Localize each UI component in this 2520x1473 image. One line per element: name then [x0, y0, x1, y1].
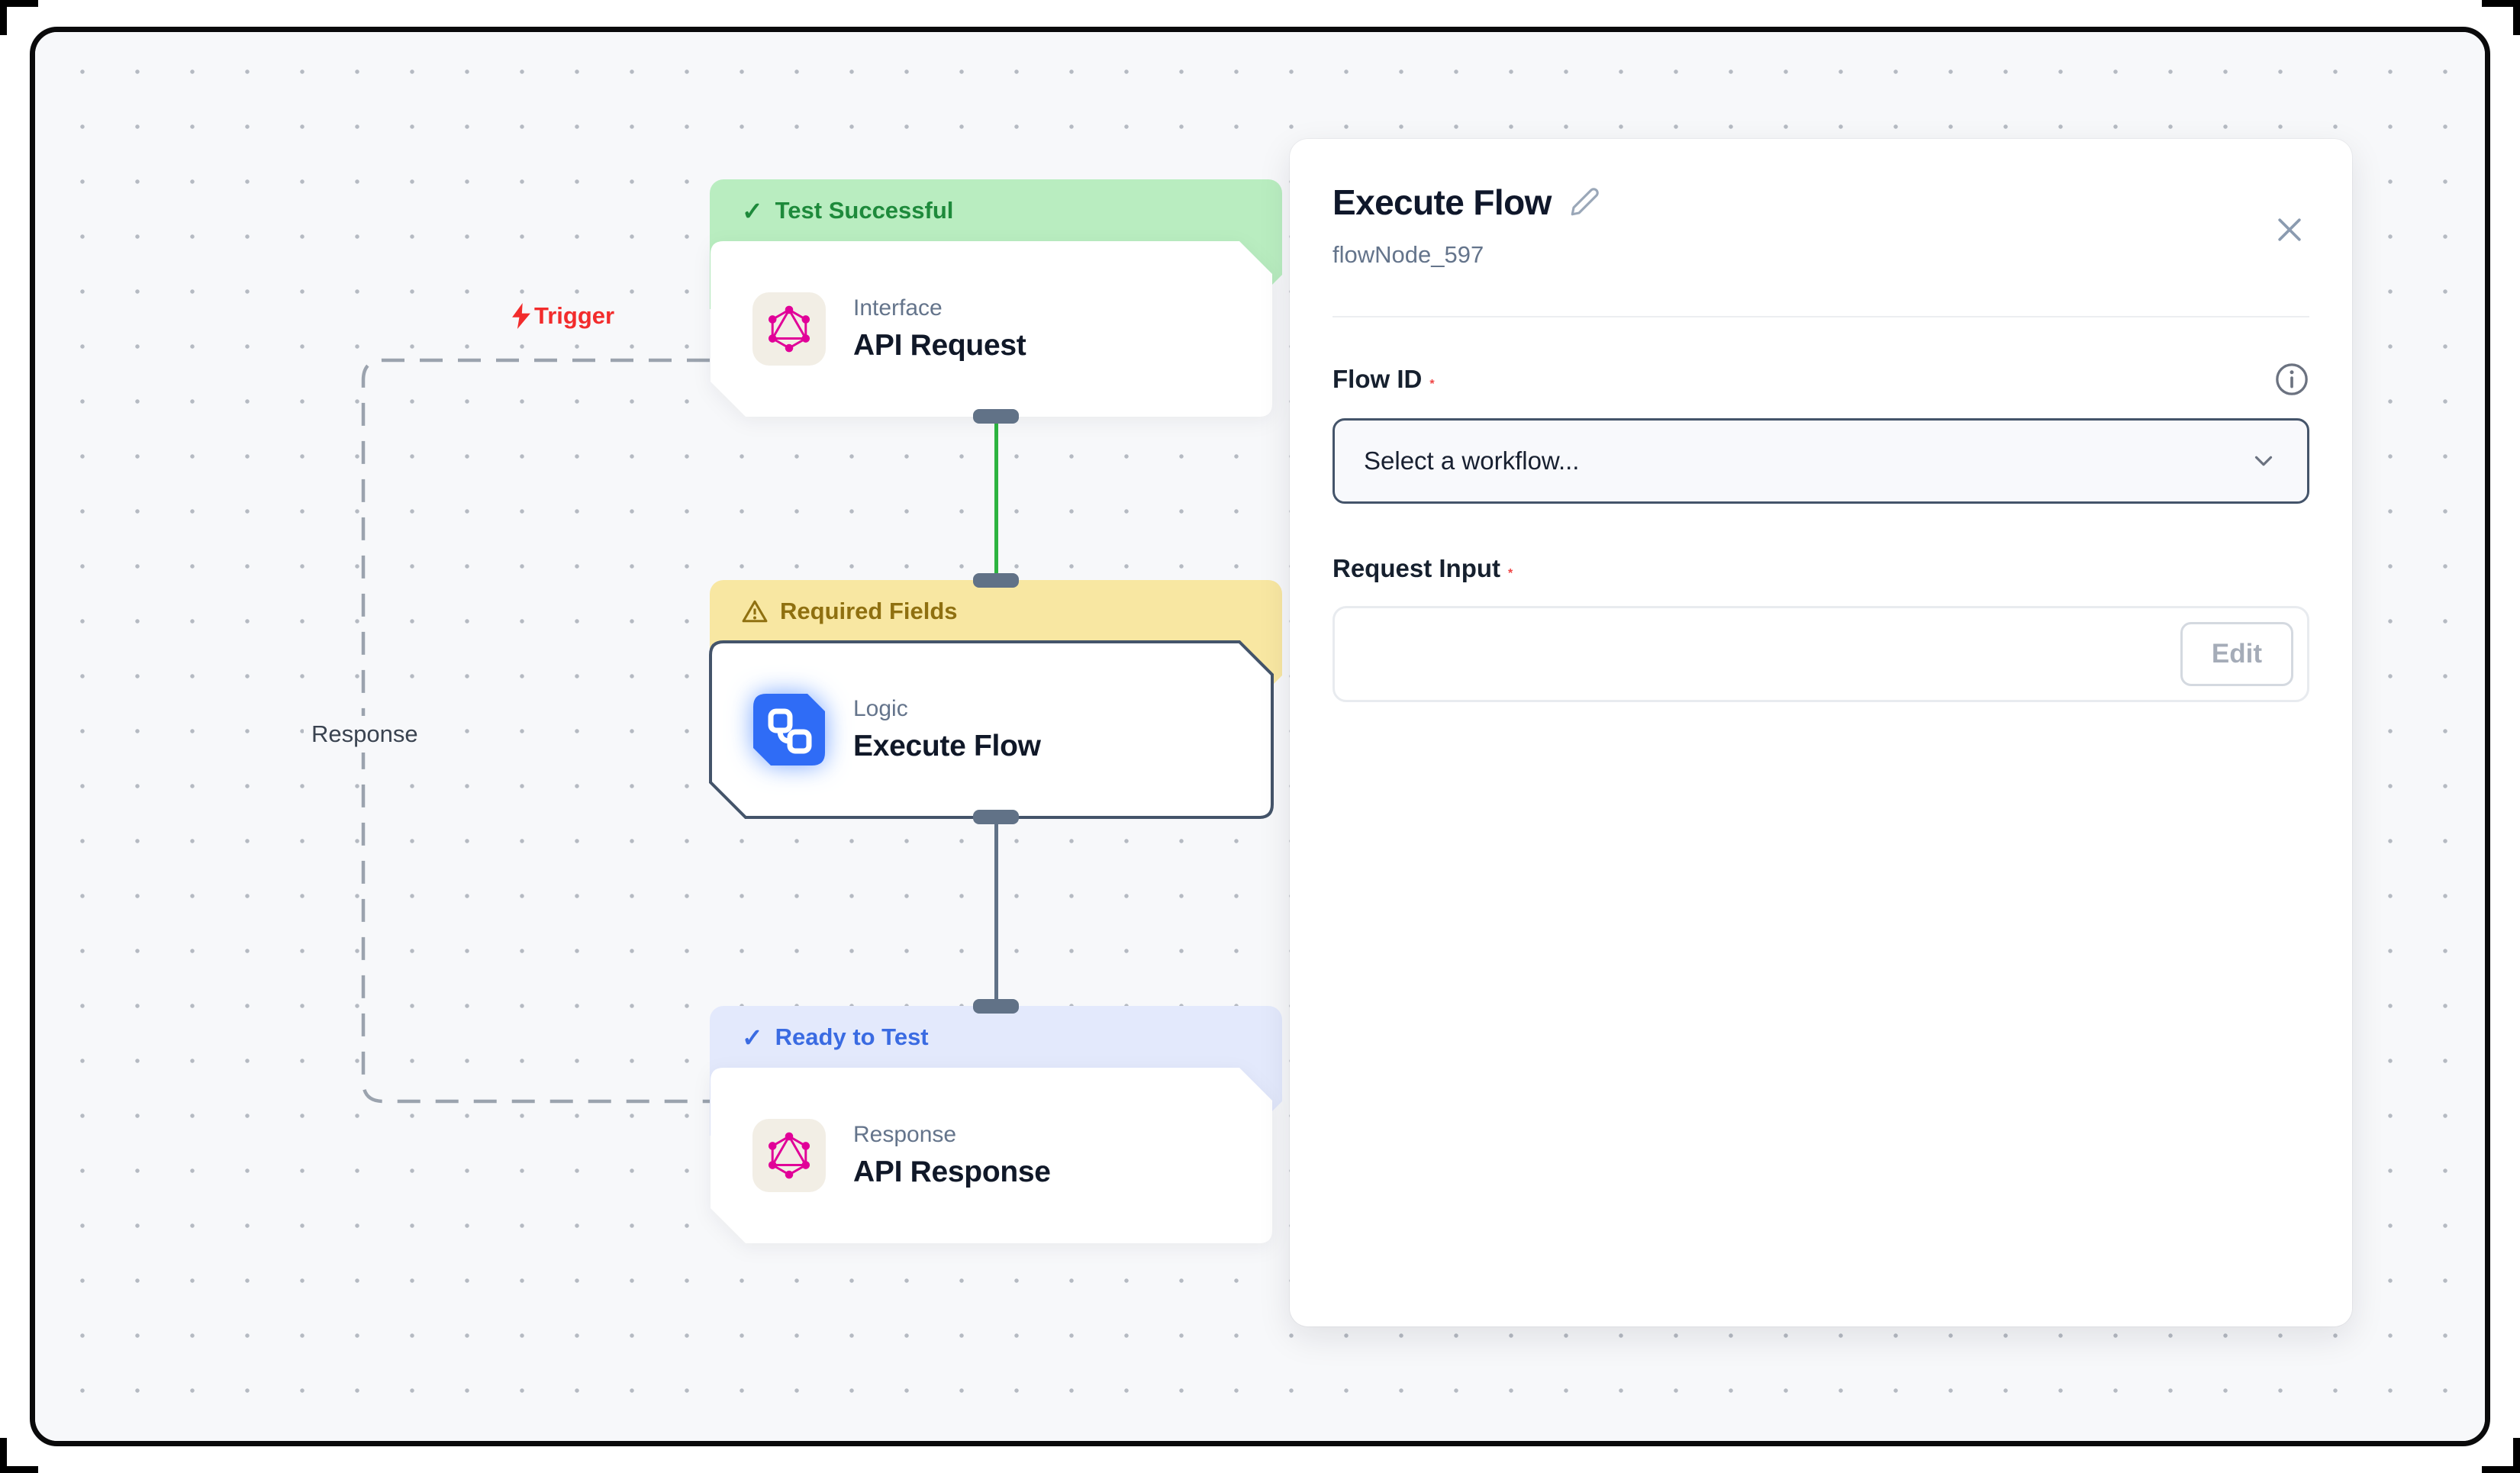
request-input-field[interactable]: Edit	[1333, 606, 2309, 702]
divider	[1333, 316, 2309, 317]
lightning-icon	[512, 303, 530, 329]
node-category: Response	[853, 1122, 957, 1147]
panel-title: Execute Flow	[1333, 182, 1552, 222]
warning-icon	[742, 600, 768, 623]
workflow-logic-icon	[752, 693, 826, 766]
flow-canvas[interactable]: Response Trigger ✓ Test Successful	[35, 32, 2485, 1441]
request-input-label: Request Input	[1333, 554, 1500, 582]
connection-handle[interactable]	[973, 810, 1019, 824]
chevron-down-icon	[2254, 456, 2273, 466]
node-card-selected	[709, 640, 1274, 819]
edit-button[interactable]: Edit	[2180, 622, 2293, 686]
node-card	[711, 1068, 1272, 1243]
connection-handle[interactable]	[973, 409, 1019, 424]
node-category: Logic	[853, 696, 908, 721]
flow-id-select-value: Select a workflow...	[1364, 446, 1580, 475]
connection-handle[interactable]	[973, 573, 1019, 588]
check-icon: ✓	[742, 1023, 763, 1052]
graphql-icon	[752, 292, 826, 366]
node-status: Required Fields	[710, 580, 958, 643]
node-id: flowNode_597	[1333, 241, 1484, 268]
node-api-response[interactable]: ✓ Ready to Test	[710, 1006, 1282, 1243]
required-mark: *	[1508, 567, 1513, 580]
required-mark: *	[1429, 378, 1435, 391]
node-config-panel: Execute Flow flowNode_597	[1290, 139, 2352, 1326]
response-edge-label: Response	[304, 716, 426, 753]
node-status: ✓ Ready to Test	[710, 1006, 929, 1068]
node-api-request[interactable]: ✓ Test Successful	[710, 179, 1282, 417]
connection-handle[interactable]	[973, 999, 1019, 1014]
close-icon[interactable]	[2271, 212, 2308, 249]
app-window-frame: Response Trigger ✓ Test Successful	[30, 27, 2490, 1446]
node-category: Interface	[853, 295, 943, 321]
edge-api-request-to-execute-flow[interactable]	[994, 416, 998, 580]
node-status-label: Required Fields	[780, 598, 958, 624]
node-status-label: Test Successful	[775, 197, 954, 224]
node-status-label: Ready to Test	[775, 1023, 929, 1050]
node-card	[711, 241, 1272, 417]
node-execute-flow[interactable]: Required Fields Logic	[709, 580, 1282, 819]
node-title: API Response	[853, 1156, 1051, 1188]
flow-id-select[interactable]: Select a workflow...	[1333, 418, 2309, 504]
check-icon: ✓	[742, 196, 763, 225]
edge-execute-flow-to-api-response[interactable]	[994, 817, 998, 1006]
graphql-icon	[752, 1119, 826, 1192]
flow-id-label: Flow ID	[1333, 365, 1423, 393]
node-title: API Request	[853, 329, 1026, 362]
trigger-edge-label: Trigger	[502, 298, 622, 334]
node-status: ✓ Test Successful	[710, 179, 953, 242]
rename-pencil-icon[interactable]	[1568, 186, 1600, 218]
node-title: Execute Flow	[853, 730, 1041, 762]
info-icon[interactable]	[2274, 362, 2309, 397]
